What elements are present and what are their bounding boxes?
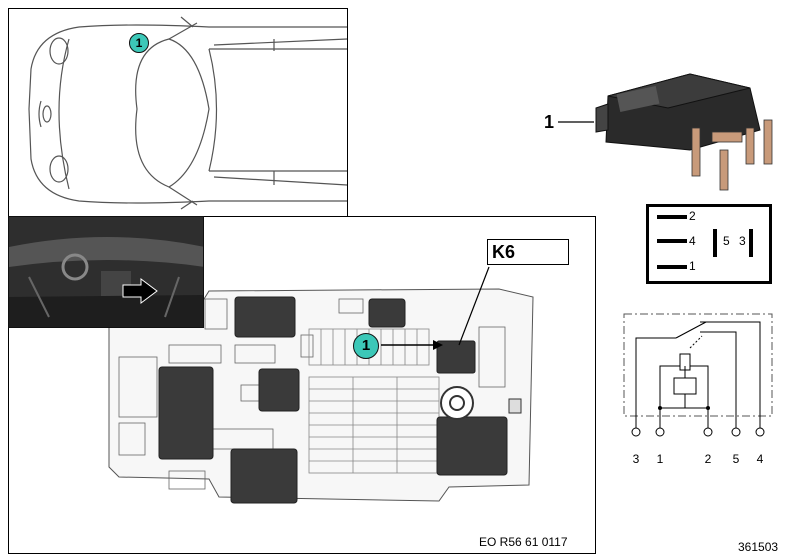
terminal-label-4: 4: [756, 452, 764, 466]
fusebox-k6-label: K6: [487, 239, 569, 265]
dashboard-inset-photo: [8, 216, 204, 328]
legend-pin-5: 5: [723, 234, 730, 248]
terminal-label-5: 5: [732, 452, 740, 466]
legend-pin-1: 1: [689, 259, 696, 273]
legend-pin-3: 3: [739, 234, 746, 248]
car-outline: [28, 16, 347, 210]
fusebox-callout-badge: 1: [353, 333, 379, 359]
terminal-label-3: 3: [632, 452, 640, 466]
legend-pin-4: 4: [689, 234, 696, 248]
terminal-label-2: 2: [704, 452, 712, 466]
diagram-number: 361503: [738, 540, 779, 554]
fusebox-drawing: [108, 266, 534, 504]
pin-legend-box: 2 4 1 5 3: [646, 204, 772, 284]
reference-code: EO R56 61 0117: [479, 535, 568, 549]
legend-pin-2: 2: [689, 209, 696, 223]
terminal-label-1: 1: [656, 452, 664, 466]
relay-callout-number: 1: [544, 112, 555, 132]
car-callout-badge: 1: [129, 33, 149, 53]
pin-legend-lines: [657, 215, 753, 269]
car-top-view-panel: 1: [8, 8, 348, 218]
dashboard-sketch: [9, 217, 203, 327]
